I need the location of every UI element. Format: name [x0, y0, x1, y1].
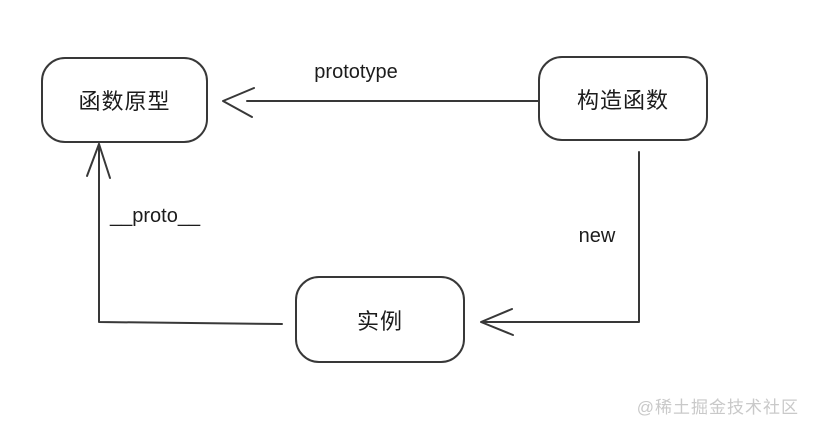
- node-constructor-label: 构造函数: [576, 87, 669, 113]
- edge-label-proto: __proto__: [110, 205, 201, 227]
- edge-label-new: new: [578, 225, 616, 247]
- watermark: @稀土掘金技术社区: [636, 398, 799, 417]
- prototype-arrow: [222, 87, 539, 118]
- proto-arrow: [86, 143, 283, 325]
- node-constructor: 构造函数: [538, 56, 708, 141]
- node-instance-label: 实例: [356, 308, 403, 334]
- new-arrow: [480, 151, 640, 336]
- edge-label-prototype: prototype: [314, 61, 398, 83]
- node-instance: 实例: [295, 276, 465, 363]
- node-function-prototype: 函数原型: [41, 57, 208, 143]
- node-function-prototype-label: 函数原型: [78, 89, 171, 114]
